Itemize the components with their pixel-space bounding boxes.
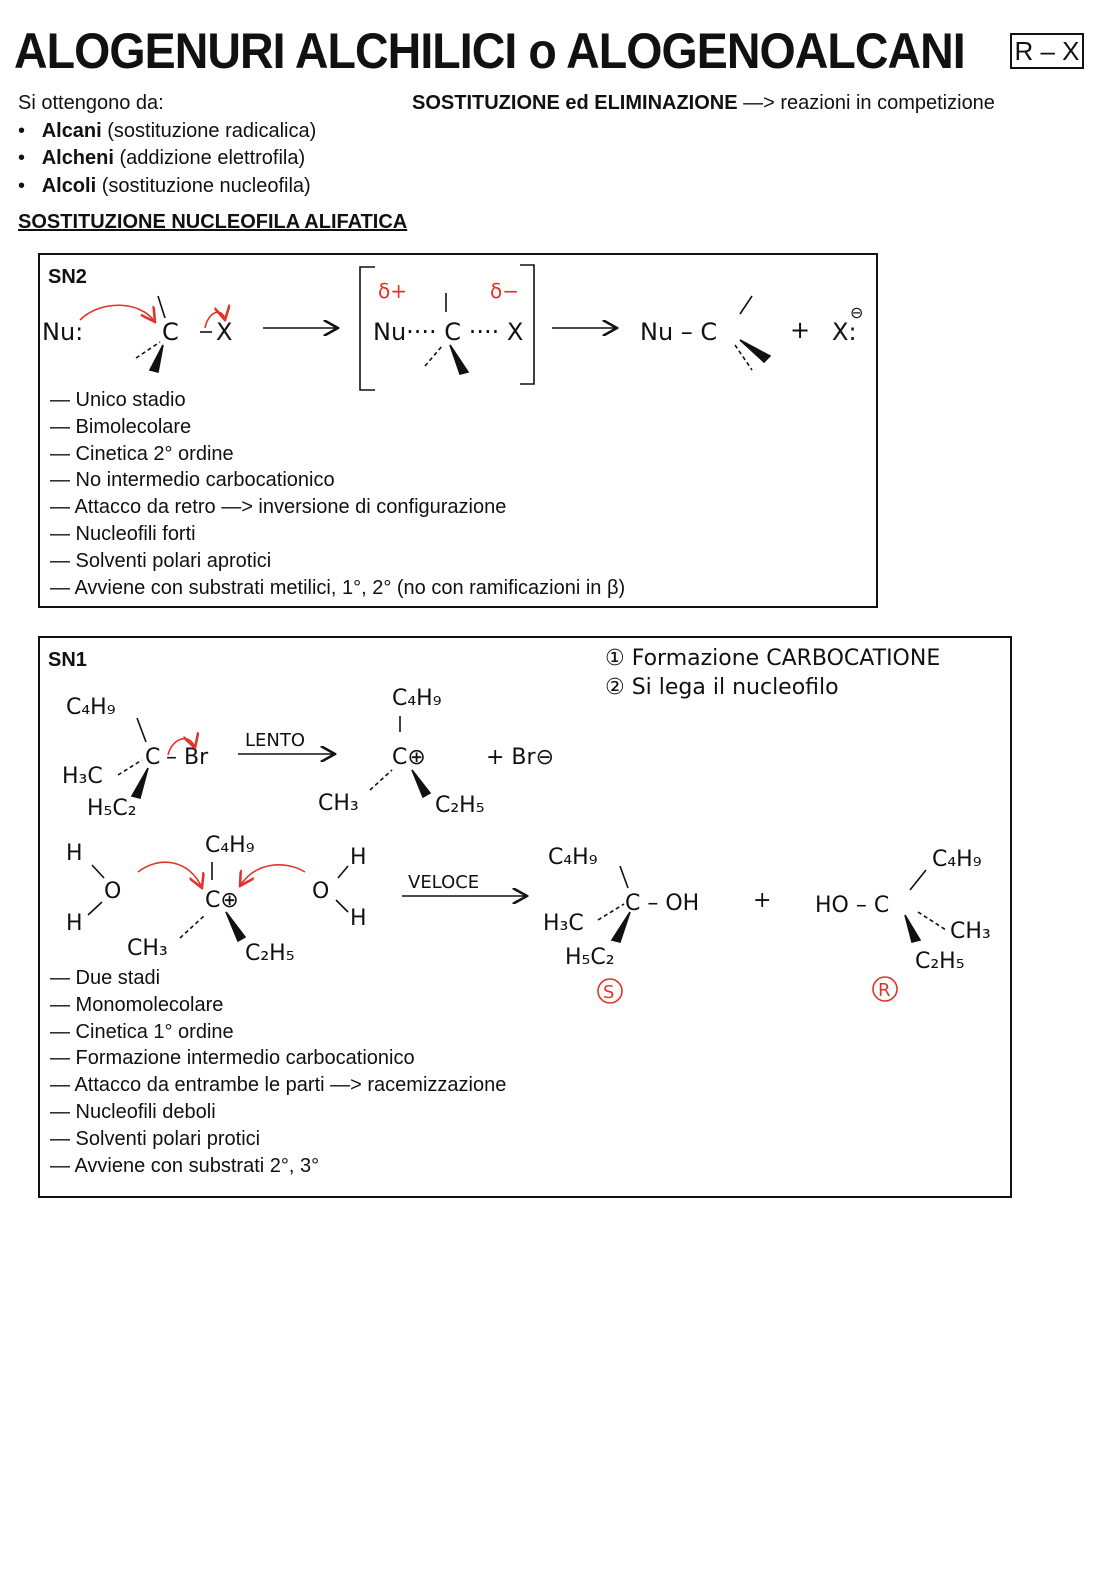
source-bold: Alcani — [41, 120, 102, 142]
s-configuration: S — [603, 982, 614, 1003]
section-heading: SOSTITUZIONE NUCLEOFILA ALIFATICA — [18, 211, 408, 233]
list-item: — Avviene con substrati 2°, 3° — [50, 1154, 320, 1177]
step-1: ① Formazione CARBOCATIONE — [605, 646, 940, 671]
list-item: — No intermedio carbocationico — [50, 469, 335, 492]
sn2-scheme: Nu: C X δ+ δ− Nu···· C ···· X Nu – C + X… — [42, 279, 863, 346]
list-item: — Cinetica 2° ordine — [50, 442, 234, 465]
list-item: — Unico stadio — [50, 389, 186, 411]
ethyl-group: H₅C₂ — [87, 796, 137, 821]
fast-label: VELOCE — [408, 872, 479, 893]
butyl-group: C₄H₉ — [66, 695, 116, 720]
list-item: — Attacco da entrambe le parti —> racemi… — [50, 1074, 507, 1097]
sn2-points: — Unico stadio — Bimolecolare — Cinetica… — [50, 387, 625, 601]
ethyl-group: C₂H₅ — [245, 941, 295, 966]
transition-state: Nu···· C ···· X — [373, 318, 523, 346]
negative-charge: ⊖ — [850, 303, 863, 322]
bromide-ion: + Br⊖ — [486, 745, 554, 770]
source-rest: (sostituzione radicalica) — [101, 120, 317, 142]
source-item: • Alcani (sostituzione radicalica) — [18, 120, 316, 143]
methyl-group: H₃C — [543, 911, 584, 936]
list-item: — Monomolecolare — [50, 993, 224, 1016]
list-item: — Nucleofili forti — [50, 522, 196, 545]
hydrogen: H — [350, 906, 367, 931]
nucleophile: Nu: — [42, 318, 83, 346]
water-oxygen: O — [312, 879, 329, 904]
ethyl-group: H₅C₂ — [565, 945, 615, 970]
sn1-points: — Due stadi — Monomolecolare — Cinetica … — [50, 965, 506, 1179]
halide-ion: X: — [832, 318, 857, 346]
list-item: — Avviene con substrati metilici, 1°, 2°… — [50, 576, 626, 599]
plus: + — [790, 316, 810, 344]
list-item: — Nucleofili deboli — [50, 1100, 216, 1123]
carbon: C — [162, 318, 179, 346]
sn2-box — [38, 253, 878, 608]
slow-label: LENTO — [245, 730, 305, 751]
sn1-scheme: ① Formazione CARBOCATIONE ② Si lega il n… — [62, 646, 991, 1003]
source-rest: (sostituzione nucleofila) — [96, 175, 311, 197]
water-oxygen: O — [104, 879, 121, 904]
methyl-group: CH₃ — [318, 791, 359, 816]
source-item: • Alcheni (addizione elettrofila) — [18, 147, 305, 170]
alcohol-carbon: HO – C — [815, 893, 889, 918]
r-configuration: R — [878, 980, 891, 1001]
butyl-group: C₄H₉ — [932, 847, 982, 872]
butyl-group: C₄H₉ — [205, 833, 255, 858]
list-item: — Solventi polari aprotici — [50, 549, 272, 572]
intro-lead: Si ottengono da: — [18, 92, 164, 114]
competition-rest: —> reazioni in competizione — [737, 92, 995, 114]
bullet: • — [18, 175, 26, 197]
formula-badge: R – X — [1010, 33, 1084, 69]
sn1-box — [38, 636, 1012, 1198]
ethyl-group: C₂H₅ — [915, 949, 965, 974]
sn2-label: SN2 — [48, 266, 87, 288]
delta-minus: δ− — [490, 279, 519, 303]
competition-note: SOSTITUZIONE ed ELIMINAZIONE —> reazioni… — [412, 92, 995, 115]
bullet: • — [18, 120, 26, 142]
alcohol-carbon: C – OH — [625, 891, 699, 916]
butyl-group: C₄H₉ — [548, 845, 598, 870]
methyl-group: H₃C — [62, 764, 103, 789]
source-bold: Alcheni — [41, 147, 114, 169]
list-item: — Formazione intermedio carbocationico — [50, 1047, 415, 1070]
methyl-group: CH₃ — [950, 919, 991, 944]
carbon: C — [145, 745, 160, 770]
list-item: — Solventi polari protici — [50, 1127, 261, 1150]
product: Nu – C — [640, 318, 717, 346]
step-2: ② Si lega il nucleofilo — [605, 675, 839, 700]
methyl-group: CH₃ — [127, 936, 168, 961]
hydrogen: H — [66, 911, 83, 936]
bullet: • — [18, 147, 26, 169]
source-item: • Alcoli (sostituzione nucleofila) — [18, 175, 311, 198]
carbocation: C⊕ — [392, 745, 426, 770]
delta-plus: δ+ — [378, 279, 407, 303]
list-item: — Attacco da retro —> inversione di conf… — [50, 496, 507, 519]
source-rest: (addizione elettrofila) — [113, 147, 306, 169]
butyl-group: C₄H₉ — [392, 686, 442, 711]
competition-bold: SOSTITUZIONE ed ELIMINAZIONE — [412, 92, 738, 114]
bromine: – Br — [166, 745, 209, 770]
ethyl-group: C₂H₅ — [435, 793, 485, 818]
plus: + — [753, 888, 771, 913]
source-bold: Alcoli — [41, 175, 97, 197]
sn1-label: SN1 — [48, 649, 87, 671]
carbocation: C⊕ — [205, 888, 239, 913]
hydrogen: H — [66, 841, 83, 866]
list-item: — Bimolecolare — [50, 415, 192, 438]
hydrogen: H — [350, 845, 367, 870]
list-item: — Cinetica 1° ordine — [50, 1020, 234, 1043]
leaving-group: X — [216, 318, 232, 346]
list-item: — Due stadi — [50, 967, 161, 989]
page-title: ALOGENURI ALCHILICI o ALOGENOALCANI — [14, 23, 966, 79]
